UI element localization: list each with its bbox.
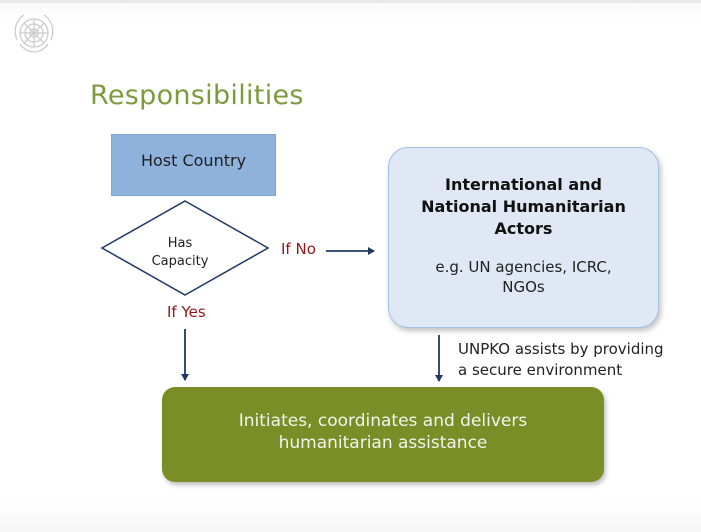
top-divider (0, 0, 701, 3)
decision-label: Has Capacity (151, 236, 209, 269)
un-emblem-icon (8, 10, 60, 56)
humanitarian-actors-title: International and National Humanitarian … (421, 175, 626, 238)
unpko-note: UNPKO assists by providing a secure envi… (458, 340, 664, 379)
humanitarian-actors-examples: e.g. UN agencies, ICRC, NGOs (435, 258, 612, 296)
page-title: Responsibilities (90, 80, 304, 111)
outcome-label: Initiates, coordinates and delivers huma… (238, 410, 528, 453)
outcome-box: Initiates, coordinates and delivers huma… (162, 387, 604, 482)
decision-diamond (100, 200, 270, 296)
humanitarian-actors-box: International and National Humanitarian … (388, 147, 659, 328)
if-yes-label: If Yes (167, 303, 206, 321)
if-no-label: If No (281, 240, 316, 258)
host-country-label: Host Country (140, 150, 247, 170)
host-country-box: Host Country (111, 134, 276, 196)
